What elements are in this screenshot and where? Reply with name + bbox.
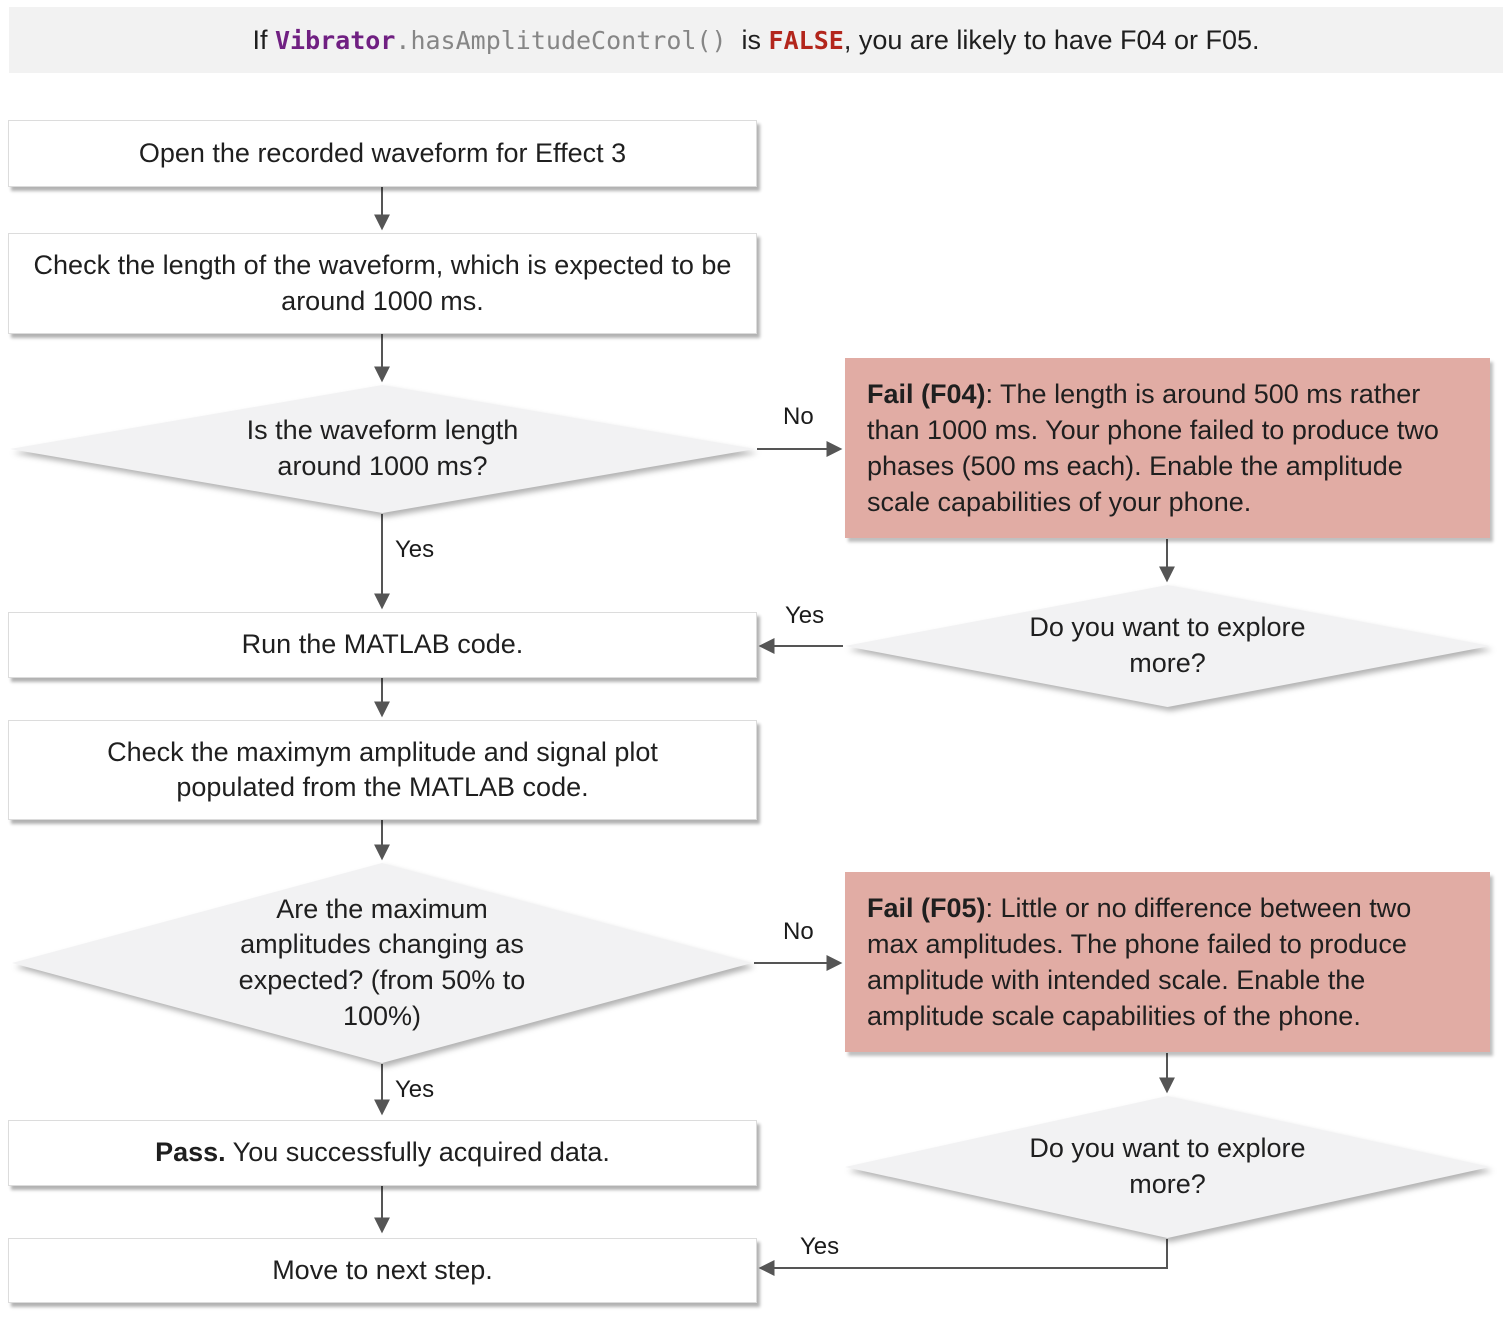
node-amplitude-question-label: Are the maximum amplitudes changing as e… [238,893,526,1031]
condition-banner: If Vibrator.hasAmplitudeControl() is FAL… [9,7,1503,73]
banner-text-middle: is [726,24,769,55]
node-amplitude-question: Are the maximum amplitudes changing as e… [12,863,752,1063]
banner-code-object: Vibrator [274,25,396,55]
node-explore-more-2-label: Do you want to explore more? [1029,1133,1306,1199]
banner-code-value: FALSE [768,25,844,55]
node-check-amplitude: Check the maximym amplitude and signal p… [8,720,757,820]
banner-text-prefix: If [252,24,275,55]
node-length-question-label: Is the waveform length around 1000 ms? [246,415,519,481]
node-pass: Pass. You successfully acquired data. [8,1120,757,1186]
node-fail-f05: Fail (F05): Little or no difference betw… [845,872,1490,1052]
node-move-next: Move to next step. [8,1238,757,1303]
edge-label-yes-length: Yes [395,536,435,563]
node-fail-f05-rest: : Little or no difference between two ma… [867,892,1412,1032]
node-length-question: Is the waveform length around 1000 ms? [10,385,755,513]
banner-code-method: .hasAmplitudeControl() [395,25,727,55]
edge-label-no-length: No [783,403,814,430]
node-fail-f04-label: Fail (F04): The length is around 500 ms … [867,376,1468,521]
node-pass-bold: Pass. [155,1137,226,1168]
node-explore-more-1-label: Do you want to explore more? [1029,612,1306,678]
node-run-matlab-label: Run the MATLAB code. [241,629,524,660]
edge-label-yes-explore-1: Yes [785,602,825,629]
node-check-length-label: Check the length of the waveform, which … [33,250,732,316]
node-open-waveform: Open the recorded waveform for Effect 3 [8,120,757,187]
node-open-waveform-label: Open the recorded waveform for Effect 3 [138,137,627,168]
node-explore-more-1: Do you want to explore more? [845,585,1490,707]
node-check-amplitude-label: Check the maximym amplitude and signal p… [107,736,658,802]
banner-text-suffix: , you are likely to have F04 or F05. [843,24,1260,55]
node-run-matlab: Run the MATLAB code. [8,612,757,678]
node-check-length: Check the length of the waveform, which … [8,233,757,334]
node-pass-rest: You successfully acquired data. [225,1137,610,1168]
node-fail-f04: Fail (F04): The length is around 500 ms … [845,358,1490,538]
node-fail-f05-bold: Fail (F05) [867,892,986,923]
node-fail-f05-label: Fail (F05): Little or no difference betw… [867,890,1468,1035]
node-fail-f04-bold: Fail (F04) [867,378,986,409]
edge-label-yes-amplitude: Yes [395,1076,435,1103]
node-pass-label: Pass. You successfully acquired data. [155,1135,610,1170]
node-explore-more-2: Do you want to explore more? [845,1096,1490,1238]
edge-label-no-amplitude: No [783,918,814,945]
node-fail-f04-rest: : The length is around 500 ms rather tha… [867,378,1439,518]
node-move-next-label: Move to next step. [272,1254,493,1285]
edge-label-yes-explore-2: Yes [800,1233,840,1260]
